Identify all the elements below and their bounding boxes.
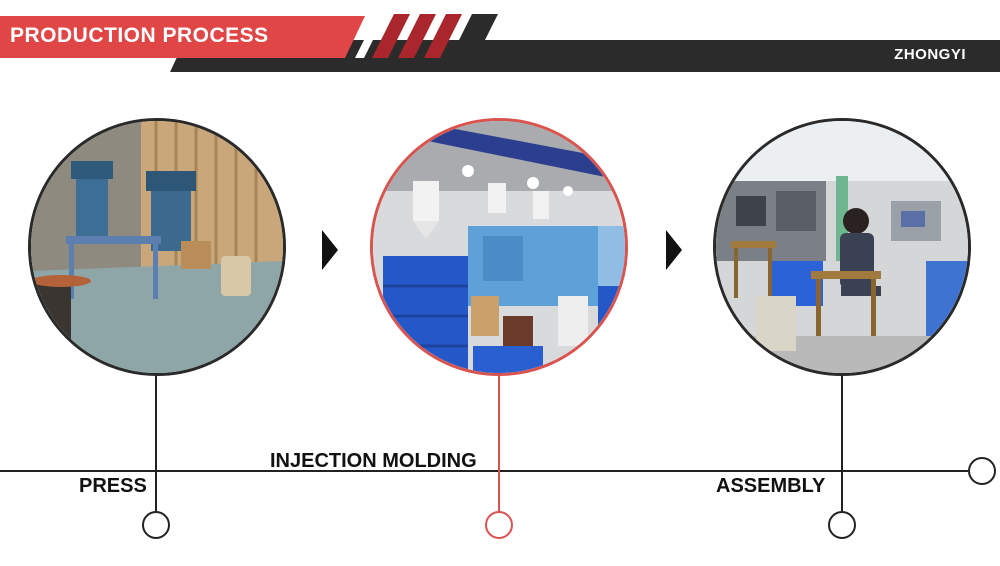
brand-name: ZHONGYI: [894, 46, 966, 63]
assembly-line-photo: [713, 118, 971, 376]
page-title: PRODUCTION PROCESS: [10, 24, 269, 47]
stripe-red-3: [424, 14, 462, 58]
circle-node-icon: [828, 511, 856, 539]
triangle-right-icon: [322, 230, 338, 270]
step-label-injection-molding: INJECTION MOLDING: [270, 450, 477, 472]
stripe-red-2: [398, 14, 436, 58]
circle-node-icon: [485, 511, 513, 539]
stripe-dark: [450, 14, 498, 58]
circle-node-icon: [968, 457, 996, 485]
stripe-red-1: [372, 14, 410, 58]
stripe-white: [355, 14, 386, 58]
header-graphic: [0, 14, 1000, 72]
triangle-right-icon: [666, 230, 682, 270]
step-label-press: PRESS: [79, 475, 147, 497]
header-banner: PRODUCTION PROCESS ZHONGYI: [0, 0, 1000, 80]
press-workshop-photo: [28, 118, 286, 376]
injection-molding-machine-photo: [370, 118, 628, 376]
circle-node-icon: [142, 511, 170, 539]
step-label-assembly: ASSEMBLY: [716, 475, 826, 497]
red-band: [0, 16, 365, 58]
